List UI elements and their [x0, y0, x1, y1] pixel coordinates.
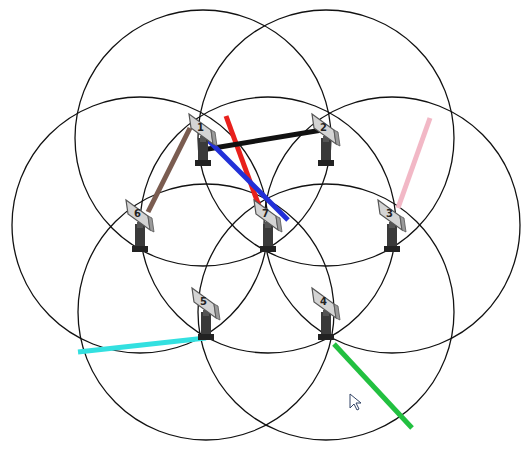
callout-number: 4	[320, 297, 327, 307]
callout-number: 2	[320, 123, 327, 133]
callout-number: 3	[386, 209, 393, 219]
cursor-icon	[350, 394, 361, 410]
callout-number: 5	[200, 297, 207, 307]
range-circles	[12, 10, 520, 440]
beams	[78, 116, 430, 428]
callout-number: 1	[197, 123, 204, 133]
callout-number: 7	[262, 209, 269, 219]
callout-number: 6	[134, 209, 141, 219]
heliostats	[126, 114, 406, 340]
